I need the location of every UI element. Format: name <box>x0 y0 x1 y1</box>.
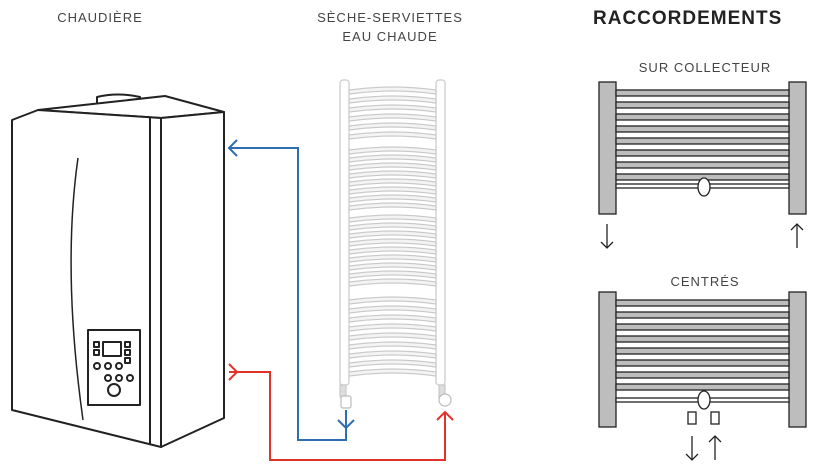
towel-warmer-rung <box>348 178 437 187</box>
towel-warmer-rung <box>348 202 437 211</box>
return-pipe <box>227 139 355 441</box>
towel-warmer-rung <box>348 270 437 279</box>
towel-warmer-rung <box>348 122 437 131</box>
towel-warmer-rung <box>348 296 437 305</box>
towel-warmer-rung <box>348 113 437 122</box>
towel-warmer-rung <box>348 350 437 359</box>
centered-flow-arrows <box>685 435 722 461</box>
towel-warmer-rung <box>348 95 437 104</box>
centered-rung <box>615 311 790 319</box>
collector-flow-arrows <box>600 223 804 249</box>
towel-warmer-label-line1: SÈCHE-SERVIETTES <box>317 10 463 25</box>
centered-label: CENTRÉS <box>670 274 740 289</box>
towel-warmer-rung <box>348 254 437 263</box>
towel-warmer-rung <box>348 86 437 95</box>
towel-warmer-rung <box>348 332 437 341</box>
boiler-label: CHAUDIÈRE <box>57 10 143 25</box>
towel-warmer-rung <box>348 314 437 323</box>
towel-warmer-rung <box>348 162 437 171</box>
collector-rung <box>615 101 790 109</box>
towel-warmer-rung <box>348 305 437 314</box>
towel-warmer-rung <box>348 278 437 287</box>
centered-rung <box>615 359 790 367</box>
boiler-illustration <box>11 93 225 448</box>
collector-rung <box>615 125 790 133</box>
collector-rungs <box>615 89 790 181</box>
towel-warmer-rung <box>348 194 437 203</box>
centered-rung <box>615 335 790 343</box>
centered-rung <box>615 347 790 355</box>
towel-warmer-rung <box>348 238 437 247</box>
towel-warmer-rung <box>348 186 437 195</box>
centered-rung <box>615 371 790 379</box>
towel-warmer-rung <box>348 368 437 377</box>
towel-warmer-rung <box>348 341 437 350</box>
towel-warmer-rung <box>348 170 437 179</box>
towel-warmer-label-line2: EAU CHAUDE <box>342 29 438 44</box>
collector-rung <box>615 137 790 145</box>
towel-warmer-rung <box>348 131 437 140</box>
towel-warmer-rung <box>348 323 437 332</box>
collector-radiator <box>598 81 807 215</box>
centered-rung <box>615 323 790 331</box>
towel-warmer-rung <box>348 262 437 271</box>
towel-warmer-rungs <box>348 86 437 377</box>
towel-warmer-rung <box>348 222 437 231</box>
towel-warmer-illustration <box>339 79 446 398</box>
towel-warmer-rung <box>348 230 437 239</box>
towel-warmer-valves <box>340 393 452 409</box>
centered-radiator <box>598 291 807 428</box>
towel-warmer-rung <box>348 214 437 223</box>
collector-label: SUR COLLECTEUR <box>638 60 772 75</box>
towel-warmer-rung <box>348 154 437 163</box>
collector-rung <box>615 149 790 157</box>
collector-rung <box>615 89 790 97</box>
supply-pipe <box>228 363 454 461</box>
centered-rungs <box>615 299 790 391</box>
centered-rung <box>615 299 790 307</box>
centered-rung <box>615 383 790 391</box>
collector-rung <box>615 113 790 121</box>
towel-warmer-rung <box>348 246 437 255</box>
towel-warmer-rung <box>348 359 437 368</box>
towel-warmer-rung <box>348 146 437 155</box>
towel-warmer-rung <box>348 104 437 113</box>
collector-rung <box>615 161 790 169</box>
connections-title: RACCORDEMENTS <box>593 8 783 29</box>
